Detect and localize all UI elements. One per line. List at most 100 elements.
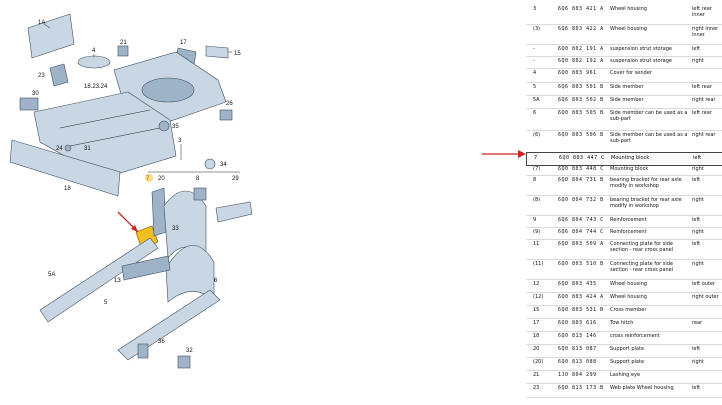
part-side: left outer — [692, 281, 716, 287]
part-side: left — [692, 177, 701, 183]
part-29[interactable] — [215, 201, 253, 223]
part-12-wheel-housing-outer[interactable] — [165, 245, 215, 303]
part-side: left — [692, 217, 701, 223]
part-description: Wheel housing — [610, 26, 647, 32]
part-side: right inner inner — [692, 26, 719, 38]
part-side: left — [692, 385, 701, 391]
part-26[interactable] — [219, 109, 233, 121]
part-number-index: (12) — [533, 294, 544, 300]
part-24[interactable] — [64, 144, 72, 152]
label-17: 17 — [180, 40, 187, 46]
part-side: left rear — [692, 84, 712, 90]
label-20: 20 — [158, 176, 165, 182]
part-18-cross-reinforcement[interactable] — [9, 139, 121, 197]
part-number: 6Q0 813 087 — [558, 346, 597, 352]
part-number: 6Q6 803 502 B — [558, 97, 604, 103]
part-35[interactable] — [158, 120, 170, 132]
label-5: 5 — [104, 300, 108, 306]
part-number: 6Q6 803 422 A — [558, 26, 604, 32]
part-5-side-member[interactable] — [117, 289, 221, 361]
label-1A: 1A — [38, 20, 45, 26]
part-number: 6Q0 803 505 B — [558, 110, 604, 116]
label-15: 15 — [234, 51, 241, 57]
part-description: Connecting plate for side section - rear… — [610, 241, 674, 253]
label-4: 4 — [92, 48, 96, 54]
part-1A-panel[interactable] — [27, 13, 75, 59]
part-side: right — [692, 166, 704, 172]
part-side: left — [692, 346, 701, 352]
part-description: Wheel housing — [610, 281, 647, 287]
part-number-index: 21 — [533, 372, 540, 378]
part-description: Wheel housing — [610, 294, 647, 300]
table-row[interactable]: (3) 6Q6 803 422 A Wheel housing right inner… — [526, 24, 722, 45]
part-23-web-plate[interactable] — [49, 63, 69, 87]
part-number: 6Q0 803 510 B — [558, 261, 604, 267]
part-side: left rear inner — [692, 6, 712, 18]
part-description: Cross member — [610, 307, 647, 313]
part-number: 6Q0 803 435 — [558, 281, 597, 287]
part-description: cross reinforcement — [610, 333, 660, 339]
part-8-bearing-bracket[interactable] — [193, 187, 207, 201]
part-description: Web plate Wheel housing — [610, 385, 674, 391]
part-side: left rear — [692, 110, 712, 116]
part-number: 6Q0 813 088 — [558, 359, 597, 365]
part-5A-side-member[interactable] — [39, 237, 159, 323]
part-number-index: (3) — [533, 26, 541, 32]
part-30[interactable] — [19, 97, 39, 111]
part-36[interactable] — [137, 343, 149, 359]
part-side: left — [692, 46, 701, 52]
part-number-index: 11 — [533, 241, 540, 247]
part-main-floor-assembly[interactable] — [33, 91, 177, 179]
part-13[interactable] — [121, 255, 171, 281]
label-13: 13 — [114, 278, 121, 284]
part-21-lashing-eye[interactable] — [117, 45, 129, 57]
part-number: 1J0 804 299 — [558, 372, 597, 378]
part-number-index: 18 — [533, 333, 540, 339]
part-description: Side member — [610, 84, 644, 90]
part-32[interactable] — [177, 355, 191, 369]
part-15-cross-member[interactable] — [205, 45, 229, 59]
label-36: 36 — [158, 339, 165, 345]
label-8: 8 — [196, 176, 200, 182]
part-side: left — [693, 155, 702, 161]
part-20-support-plate[interactable] — [151, 187, 167, 237]
part-number: 6Q0 803 448 C — [558, 166, 604, 172]
red-arrowhead-diagram — [131, 225, 138, 232]
part-description: Reinforcement — [610, 229, 647, 235]
part-number-index: 20 — [533, 346, 540, 352]
part-34-seal[interactable] — [204, 158, 216, 170]
part-description: bearing bracket for rear axle modify in … — [610, 177, 682, 189]
table-row[interactable]: 21 1J0 804 299 Lashing eye — [526, 370, 722, 384]
part-4-cover[interactable] — [77, 55, 111, 69]
part-side: left — [692, 241, 701, 247]
part-description: Lashing eye — [610, 372, 641, 378]
part-number: 6Q0 803 424 A — [558, 294, 604, 300]
part-description: Connecting plate for side section - rear… — [610, 261, 674, 273]
label-30: 30 — [32, 91, 39, 97]
part-number-index: 9 — [533, 217, 537, 223]
